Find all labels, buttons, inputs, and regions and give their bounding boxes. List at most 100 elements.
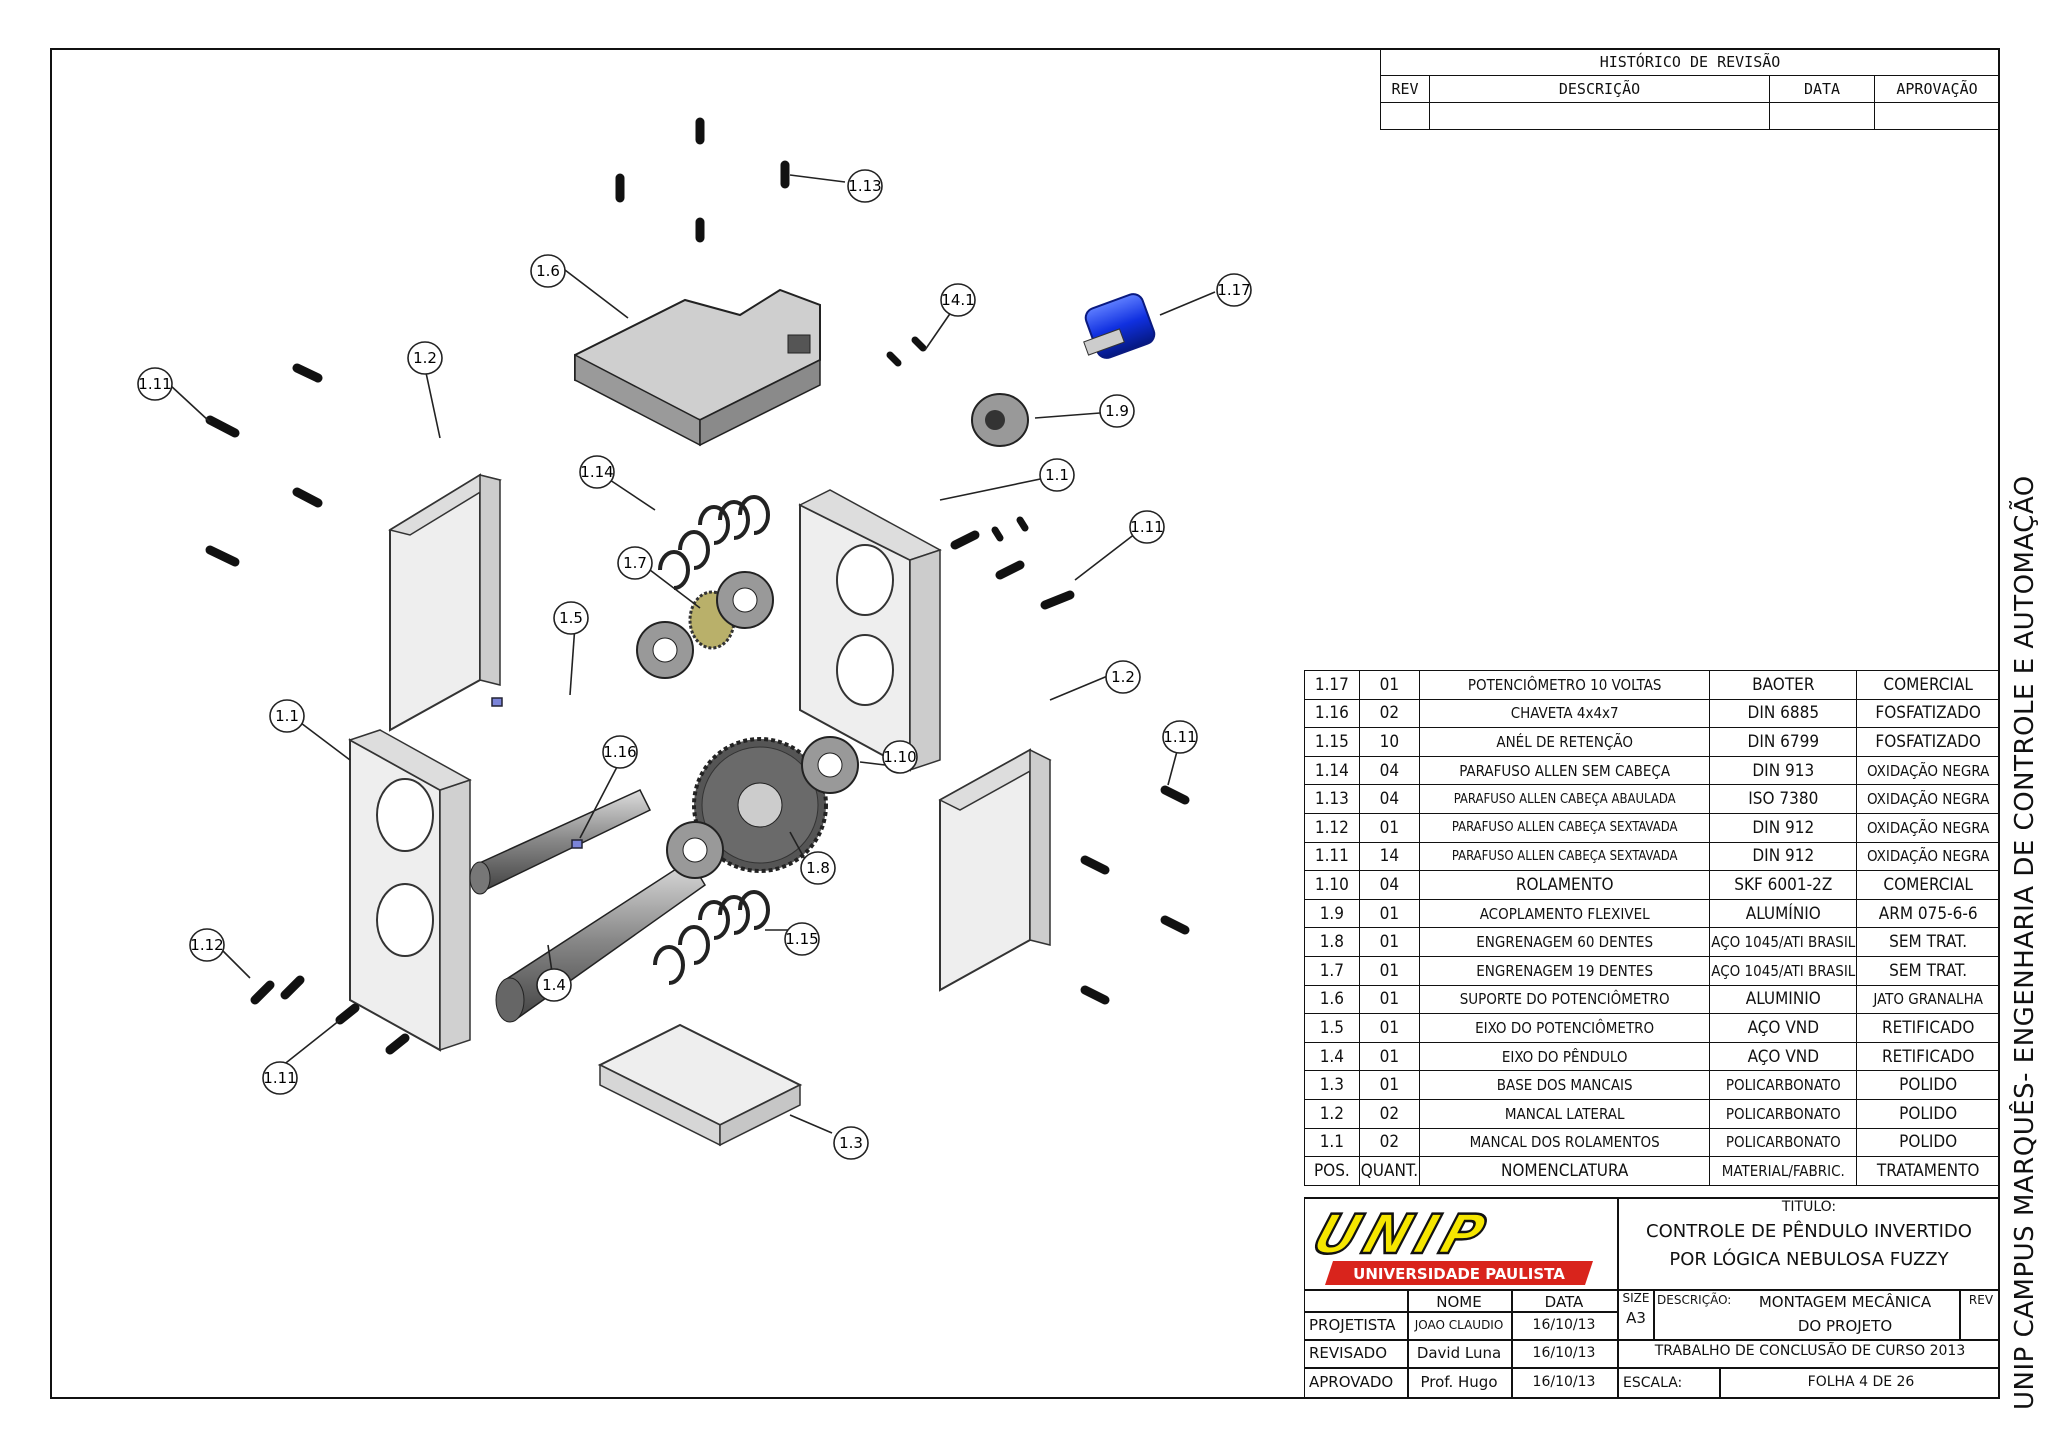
bom-cell: DIN 913 <box>1709 755 1858 786</box>
rev-label: REV <box>1968 1293 1994 1307</box>
bom-cell: PARAFUSO ALLEN CABEÇA SEXTAVADA <box>1419 812 1711 843</box>
bom-cell: 01 <box>1358 955 1421 986</box>
callout-1.4: 1.4 <box>536 968 572 1002</box>
bom-cell: 1.6 <box>1304 984 1360 1015</box>
side-bearing-plate-right <box>938 748 1052 992</box>
descricao-label: DESCRIÇÃO: <box>1657 1293 1732 1307</box>
exploded-assembly-view: 1.13 1.6 14.1 1.17 1.11 1.2 1.9 1.14 1.1… <box>137 117 1252 1160</box>
bom-cell: 1.4 <box>1304 1041 1360 1072</box>
pendulum-shaft <box>495 858 707 1023</box>
title-block: UNIP UNIVERSIDADE PAULISTA TITULO: CONTR… <box>1304 1197 2000 1399</box>
bearing-base-plate <box>597 1023 803 1147</box>
bom-header-cell: MATERIAL/FABRIC. <box>1709 1156 1858 1186</box>
bom-cell: SUPORTE DO POTENCIÔMETRO <box>1419 984 1711 1015</box>
revision-cell <box>1380 102 1430 130</box>
bom-cell: 1.17 <box>1304 670 1360 700</box>
bom-cell: POLIDO <box>1856 1098 2000 1129</box>
bom-cell: OXIDAÇÃO NEGRA <box>1856 784 2000 814</box>
bom-cell: 01 <box>1358 1041 1421 1072</box>
bom-cell: BASE DOS MANCAIS <box>1419 1070 1711 1100</box>
bom-cell: PARAFUSO ALLEN CABEÇA ABAULADA <box>1419 784 1711 814</box>
bom-cell: POLICARBONATO <box>1709 1098 1858 1129</box>
bom-header-cell: TRATAMENTO <box>1856 1156 2000 1186</box>
bom-cell: 1.13 <box>1304 784 1360 814</box>
revision-col-descricao: DESCRIÇÃO <box>1429 75 1770 103</box>
bom-cell: BAOTER <box>1709 670 1858 700</box>
svg-text:1.8: 1.8 <box>806 859 830 877</box>
bom-cell: RETIFICADO <box>1856 1013 2000 1043</box>
svg-text:1.11: 1.11 <box>138 375 171 393</box>
bom-cell: SKF 6001-2Z <box>1709 870 1858 900</box>
bom-cell: COMERCIAL <box>1856 870 2000 900</box>
callout-1.15: 1.15 <box>784 922 820 956</box>
svg-text:1.5: 1.5 <box>559 609 583 627</box>
side-bearing-plate-left <box>388 473 502 732</box>
revision-cell <box>1429 102 1770 130</box>
svg-text:1.9: 1.9 <box>1105 402 1129 420</box>
revisado-nome: David Luna <box>1416 1344 1502 1362</box>
callout-1.7: 1.7 <box>617 546 653 580</box>
trabalho-text: TRABALHO DE CONCLUSÃO DE CURSO 2013 <box>1654 1343 1966 1359</box>
aprovado-data: 16/10/13 <box>1532 1374 1596 1390</box>
bom-cell: ARM 075-6-6 <box>1856 898 2000 929</box>
bom-cell: 1.14 <box>1304 755 1360 786</box>
svg-text:1.11: 1.11 <box>263 1069 296 1087</box>
svg-text:1.12: 1.12 <box>190 936 223 954</box>
bom-cell: ALUMÍNIO <box>1709 898 1858 929</box>
size-label: SIZE <box>1622 1291 1650 1305</box>
callout-1.5: 1.5 <box>553 601 589 635</box>
callout-1.16: 1.16 <box>602 735 638 769</box>
bom-cell: 1.9 <box>1304 898 1360 929</box>
svg-text:1.10: 1.10 <box>883 748 916 766</box>
bom-cell: 1.12 <box>1304 812 1360 843</box>
bearing-housing-plate-back <box>798 489 942 772</box>
bom-cell: SEM TRAT. <box>1856 955 2000 986</box>
title-line-1: CONTROLE DE PÊNDULO INVERTIDO <box>1646 1221 1972 1242</box>
svg-text:UNIP: UNIP <box>1313 1204 1498 1266</box>
bom-cell: DIN 6799 <box>1709 727 1858 757</box>
bom-cell: DIN 6885 <box>1709 698 1858 729</box>
bom-cell: 01 <box>1358 898 1421 929</box>
bom-cell: AÇO VND <box>1709 1041 1858 1072</box>
svg-text:1.11: 1.11 <box>1130 518 1163 536</box>
bom-cell: POLICARBONATO <box>1709 1070 1858 1100</box>
svg-text:1.7: 1.7 <box>623 554 647 572</box>
callout-1.9: 1.9 <box>1099 394 1135 428</box>
callout-1.13: 1.13 <box>847 169 883 203</box>
bom-cell: DIN 912 <box>1709 812 1858 843</box>
bom-cell: 04 <box>1358 870 1421 900</box>
svg-text:14.1: 14.1 <box>941 291 974 309</box>
svg-text:1.15: 1.15 <box>785 930 818 948</box>
bom-cell: OXIDAÇÃO NEGRA <box>1856 812 2000 843</box>
bom-cell: 01 <box>1358 1013 1421 1043</box>
callout-1.1-a: 1.1 <box>1039 458 1075 492</box>
bom-header-cell: POS. <box>1304 1156 1360 1186</box>
bearings <box>636 571 859 879</box>
callout-1.11-a: 1.11 <box>137 367 173 401</box>
bom-cell: 02 <box>1358 1127 1421 1158</box>
bom-cell: ISO 7380 <box>1709 784 1858 814</box>
bom-cell: POLIDO <box>1856 1070 2000 1100</box>
descricao-line-1: MONTAGEM MECÂNICA <box>1758 1293 1932 1311</box>
flexible-coupling <box>971 393 1029 447</box>
bom-cell: RETIFICADO <box>1856 1041 2000 1072</box>
bom-cell: 02 <box>1358 1098 1421 1129</box>
callout-1.14: 1.14 <box>579 455 615 489</box>
bom-cell: 04 <box>1358 755 1421 786</box>
bom-cell: 1.11 <box>1304 841 1360 872</box>
potentiometer-support-part <box>574 288 821 447</box>
bom-cell: 1.2 <box>1304 1098 1360 1129</box>
callout-bubbles: 1.13 1.6 14.1 1.17 1.11 1.2 1.9 1.14 1.1… <box>137 169 1252 1160</box>
bom-cell: SEM TRAT. <box>1856 927 2000 957</box>
svg-text:1.4: 1.4 <box>542 976 566 994</box>
bom-cell: PARAFUSO ALLEN SEM CABEÇA <box>1419 755 1711 786</box>
potentiometer <box>1083 293 1156 359</box>
